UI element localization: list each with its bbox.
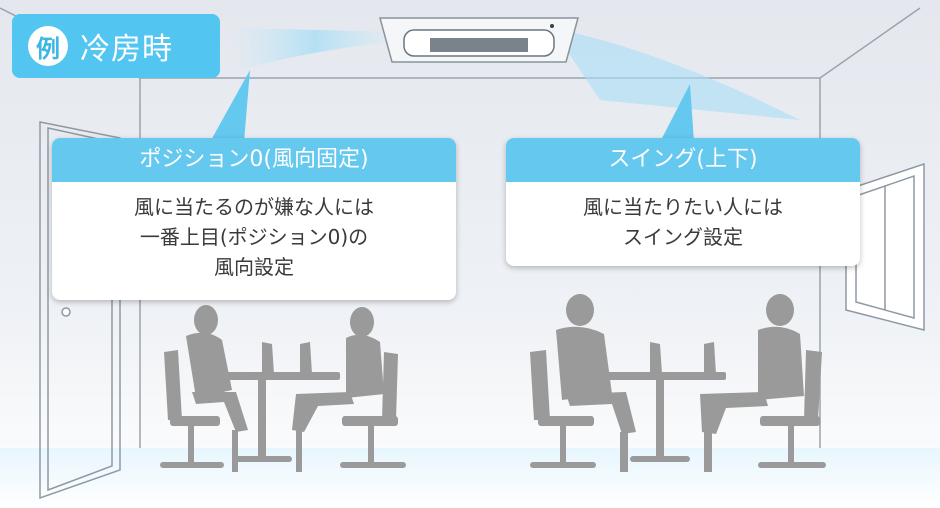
window — [845, 162, 925, 331]
callout-line: 一番上目(ポジション0)の — [139, 225, 369, 249]
airflow-fixed — [230, 28, 400, 70]
callout-swing: スイング(上下) 風に当たりたい人には スイング設定 — [506, 138, 860, 266]
callout-tail-right — [660, 84, 694, 142]
callout-line: 風向設定 — [214, 255, 294, 279]
floor — [0, 448, 940, 508]
callout-body: 風に当たりたい人には スイング設定 — [506, 182, 860, 262]
meeting-group-right — [530, 294, 826, 472]
callout-header: ポジション0(風向固定) — [52, 138, 456, 182]
callout-line: 風に当たるのが嫌な人には — [134, 195, 374, 219]
mode-label: 冷房時 — [80, 32, 173, 67]
meeting-group-left — [160, 305, 406, 472]
callout-fixed-position: ポジション0(風向固定) 風に当たるのが嫌な人には 一番上目(ポジション0)の … — [52, 138, 456, 300]
example-tag: 例 冷房時 — [12, 14, 220, 78]
callout-line: スイング設定 — [623, 225, 743, 249]
airflow-swing — [560, 30, 800, 120]
ceiling-ac-unit — [379, 17, 579, 63]
example-badge: 例 — [28, 26, 68, 66]
callout-line: 風に当たりたい人には — [583, 195, 783, 219]
door — [39, 121, 121, 500]
callout-tail-left — [210, 70, 250, 142]
callout-body: 風に当たるのが嫌な人には 一番上目(ポジション0)の 風向設定 — [52, 182, 456, 292]
callout-header: スイング(上下) — [506, 138, 860, 182]
